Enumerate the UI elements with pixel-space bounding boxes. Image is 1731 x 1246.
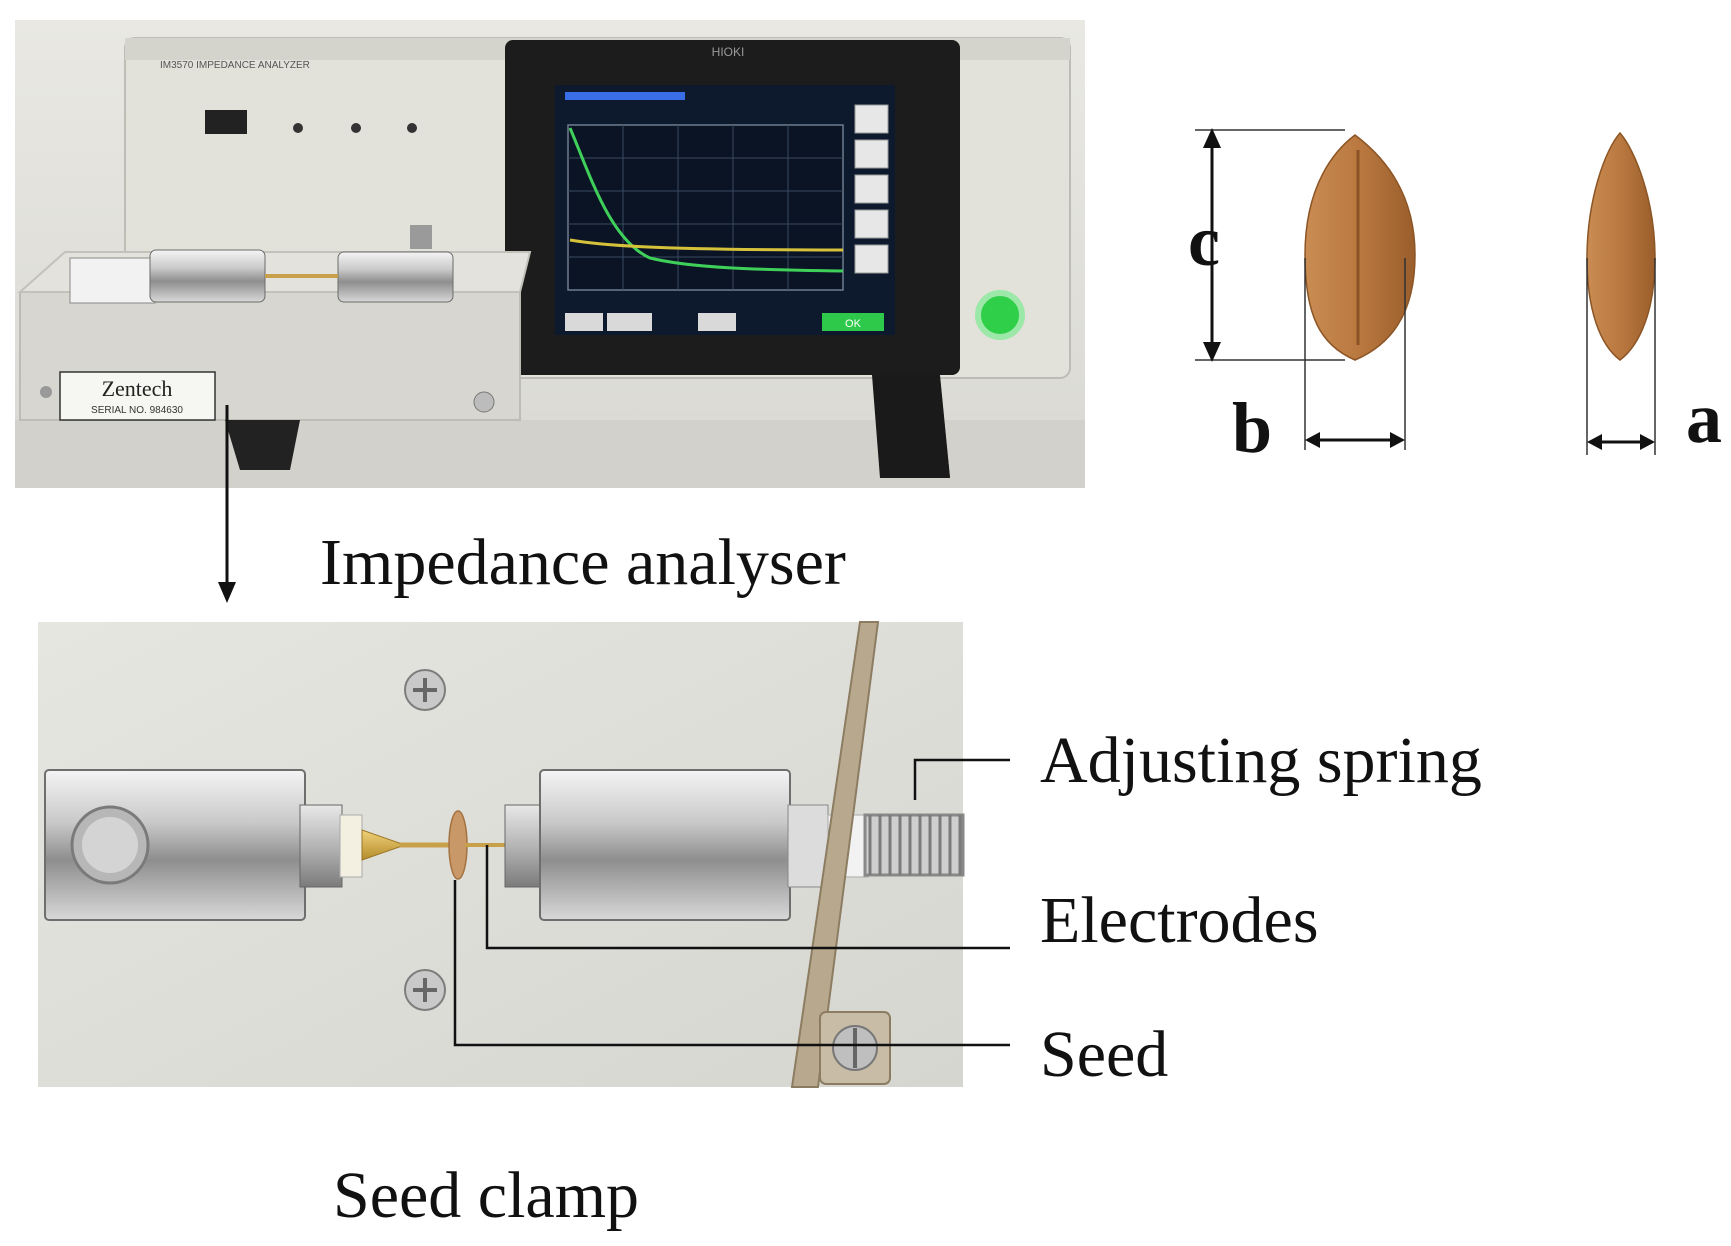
dimension-b-label: b xyxy=(1232,388,1273,468)
fixture-serial-text: SERIAL NO. 984630 xyxy=(91,405,183,416)
analyser-caption: Impedance analyser xyxy=(320,526,846,599)
device-model-text: IM3570 IMPEDANCE ANALYZER xyxy=(160,60,310,71)
seed-in-clamp xyxy=(448,810,468,880)
callout-electrodes: Electrodes xyxy=(1040,884,1319,957)
screen-curve-green xyxy=(568,127,844,273)
screen-curve-yellow xyxy=(569,238,844,252)
power-button xyxy=(975,290,1025,340)
callout-spring: Adjusting spring xyxy=(1040,724,1482,797)
fixture-nameplate xyxy=(59,371,216,421)
usb-port xyxy=(205,110,247,134)
analyser-photo: IM3570 IMPEDANCE ANALYZER HIOKI xyxy=(15,20,1085,488)
clamp-caption: Seed clamp xyxy=(333,1159,640,1232)
seed-side-view xyxy=(1586,131,1656,361)
seed-callout-line xyxy=(453,880,1010,1047)
seed-dimension-diagram xyxy=(1185,120,1731,465)
screen-ok-label: OK xyxy=(845,318,862,330)
callout-seed: Seed xyxy=(1040,1018,1169,1091)
screen-ok-button xyxy=(822,313,884,331)
clamp-photo xyxy=(38,621,1010,1088)
right-clamp-block xyxy=(539,769,791,921)
zoom-arrow xyxy=(218,405,236,603)
seed-front-view xyxy=(1304,134,1416,361)
adjusting-spring xyxy=(863,813,965,877)
dimension-a-label: a xyxy=(1686,378,1722,458)
electrode-left xyxy=(361,829,407,861)
spring-callout-line xyxy=(913,758,1010,800)
diagonal-bar xyxy=(790,621,880,1088)
brand-text: HIOKI xyxy=(712,45,745,59)
electrodes-callout-line xyxy=(485,845,1010,950)
dimension-c-label: c xyxy=(1188,201,1220,281)
fixture-brand-text: Zentech xyxy=(102,376,173,401)
